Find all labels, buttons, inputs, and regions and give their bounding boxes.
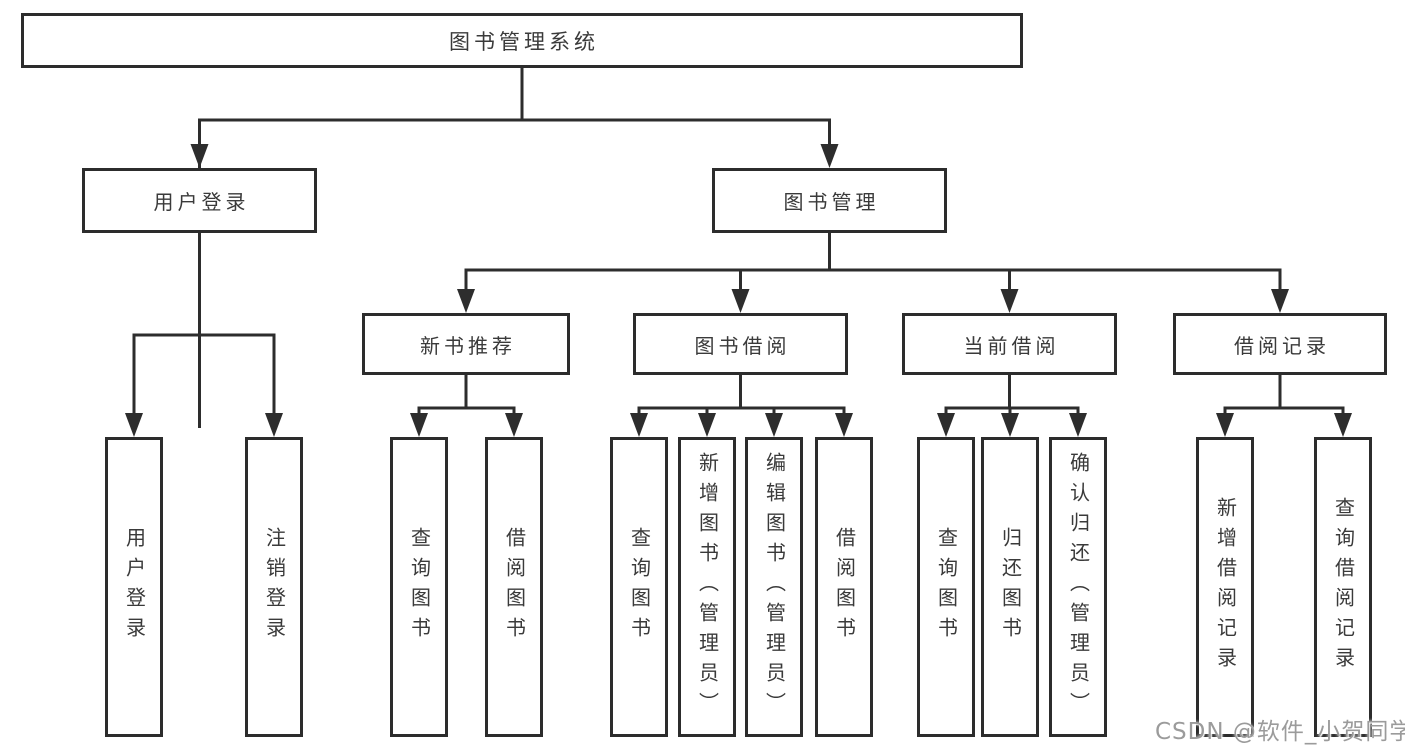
leaf-borrow-borrow-books-label: 借阅图书 [832, 527, 857, 647]
arrow-down-icon [457, 289, 475, 313]
leaf-borrow-edit-books-admin-label: 编辑图书（管理员） [762, 452, 787, 722]
leaf-recommend-query-books: 查询图书 [390, 437, 448, 737]
arrow-down-icon [125, 413, 143, 437]
connector-records-to-children [1216, 375, 1352, 437]
arrow-down-icon [505, 413, 523, 437]
leaf-current-return-books: 归还图书 [981, 437, 1039, 737]
connector-borrow-to-children [630, 375, 853, 437]
leaf-login-user-login: 用户登录 [105, 437, 163, 737]
leaf-borrow-query-books-label: 查询图书 [627, 527, 652, 647]
arrow-down-icon [1271, 289, 1289, 313]
leaf-recommend-query-books-label: 查询图书 [407, 527, 432, 647]
node-new-book-recommend-label: 新书推荐 [420, 333, 516, 358]
leaf-borrow-borrow-books: 借阅图书 [815, 437, 873, 737]
arrow-down-icon [1001, 413, 1019, 437]
leaf-login-logout-label: 注销登录 [262, 527, 287, 647]
leaf-borrow-add-books-admin-label: 新增图书（管理员） [695, 452, 720, 722]
node-current-borrow-label: 当前借阅 [963, 333, 1060, 358]
leaf-borrow-add-books-admin: 新增图书（管理员） [678, 437, 736, 737]
leaf-current-return-books-label: 归还图书 [998, 527, 1023, 647]
connector-current-to-children [937, 375, 1087, 437]
arrow-down-icon [1334, 413, 1352, 437]
leaf-recommend-borrow-books: 借阅图书 [485, 437, 543, 737]
connector-login-to-children [125, 233, 283, 437]
arrow-down-icon [765, 413, 783, 437]
leaf-records-add-borrow-record: 新增借阅记录 [1196, 437, 1254, 737]
leaf-login-user-login-label: 用户登录 [122, 527, 147, 647]
node-root-label: 图书管理系统 [449, 29, 599, 54]
leaf-current-confirm-return-admin-label: 确认归还（管理员） [1066, 452, 1091, 722]
leaf-records-add-borrow-record-label: 新增借阅记录 [1213, 497, 1238, 677]
arrow-down-icon [190, 144, 209, 168]
node-book-management: 图书管理 [712, 168, 947, 233]
arrow-down-icon [937, 413, 955, 437]
arrow-down-icon [265, 413, 283, 437]
leaf-current-query-books: 查询图书 [917, 437, 975, 737]
connector-management-to-level3 [457, 233, 1289, 313]
arrow-down-icon [1000, 289, 1019, 313]
node-borrow-records: 借阅记录 [1173, 313, 1387, 375]
leaf-current-confirm-return-admin: 确认归还（管理员） [1049, 437, 1107, 737]
node-book-borrow-label: 图书借阅 [694, 333, 791, 358]
connector-recommend-to-children [410, 375, 523, 437]
arrow-down-icon [835, 413, 853, 437]
arrow-down-icon [1069, 413, 1087, 437]
arrow-down-icon [1216, 413, 1234, 437]
node-borrow-records-label: 借阅记录 [1234, 333, 1330, 358]
arrow-down-icon [731, 289, 750, 313]
node-current-borrow: 当前借阅 [902, 313, 1117, 375]
leaf-current-query-books-label: 查询图书 [934, 527, 959, 647]
node-book-borrow: 图书借阅 [633, 313, 848, 375]
leaf-login-logout: 注销登录 [245, 437, 303, 737]
leaf-recommend-borrow-books-label: 借阅图书 [502, 527, 527, 647]
arrow-down-icon [410, 413, 428, 437]
node-root: 图书管理系统 [21, 13, 1023, 68]
watermark: CSDN @软件_小贺同学 [1155, 719, 1405, 745]
arrow-down-icon [820, 144, 839, 168]
node-new-book-recommend: 新书推荐 [362, 313, 570, 375]
leaf-borrow-query-books: 查询图书 [610, 437, 668, 737]
arrow-down-icon [698, 413, 716, 437]
node-user-login-label: 用户登录 [153, 190, 250, 214]
arrow-down-icon [630, 413, 648, 437]
leaf-borrow-edit-books-admin: 编辑图书（管理员） [745, 437, 803, 737]
leaf-records-query-borrow-record-label: 查询借阅记录 [1331, 497, 1356, 677]
node-book-management-label: 图书管理 [783, 190, 880, 214]
leaf-records-query-borrow-record: 查询借阅记录 [1314, 437, 1372, 737]
node-user-login: 用户登录 [82, 168, 317, 233]
